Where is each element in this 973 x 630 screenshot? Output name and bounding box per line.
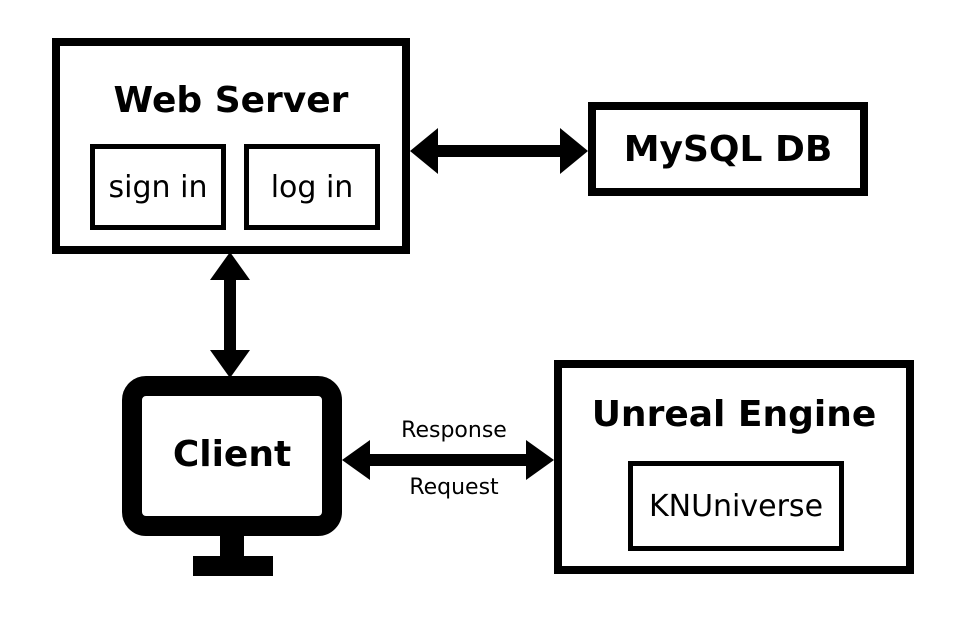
log-in-label: log in: [270, 169, 354, 205]
web-server-title: Web Server: [113, 80, 349, 121]
client-title: Client: [172, 434, 292, 475]
monitor-icon: [122, 376, 342, 576]
webserver-db-arrow: [410, 128, 588, 174]
sign-in-module: sign in: [90, 144, 226, 230]
web-server-box: Web Server sign in log in: [52, 38, 410, 254]
response-label: Response: [401, 418, 507, 443]
mysql-db-title: MySQL DB: [623, 128, 833, 170]
knuniverse-module: KNUniverse: [628, 461, 844, 551]
log-in-module: log in: [244, 144, 380, 230]
sign-in-label: sign in: [108, 169, 208, 205]
knuniverse-label: KNUniverse: [648, 488, 824, 524]
unreal-engine-title: Unreal Engine: [591, 394, 877, 435]
unreal-engine-box: Unreal Engine KNUniverse: [554, 360, 914, 574]
request-label: Request: [409, 475, 499, 500]
client-engine-arrow: [342, 440, 554, 480]
mysql-db-box: MySQL DB: [588, 102, 868, 196]
webserver-client-arrow: [210, 252, 250, 378]
